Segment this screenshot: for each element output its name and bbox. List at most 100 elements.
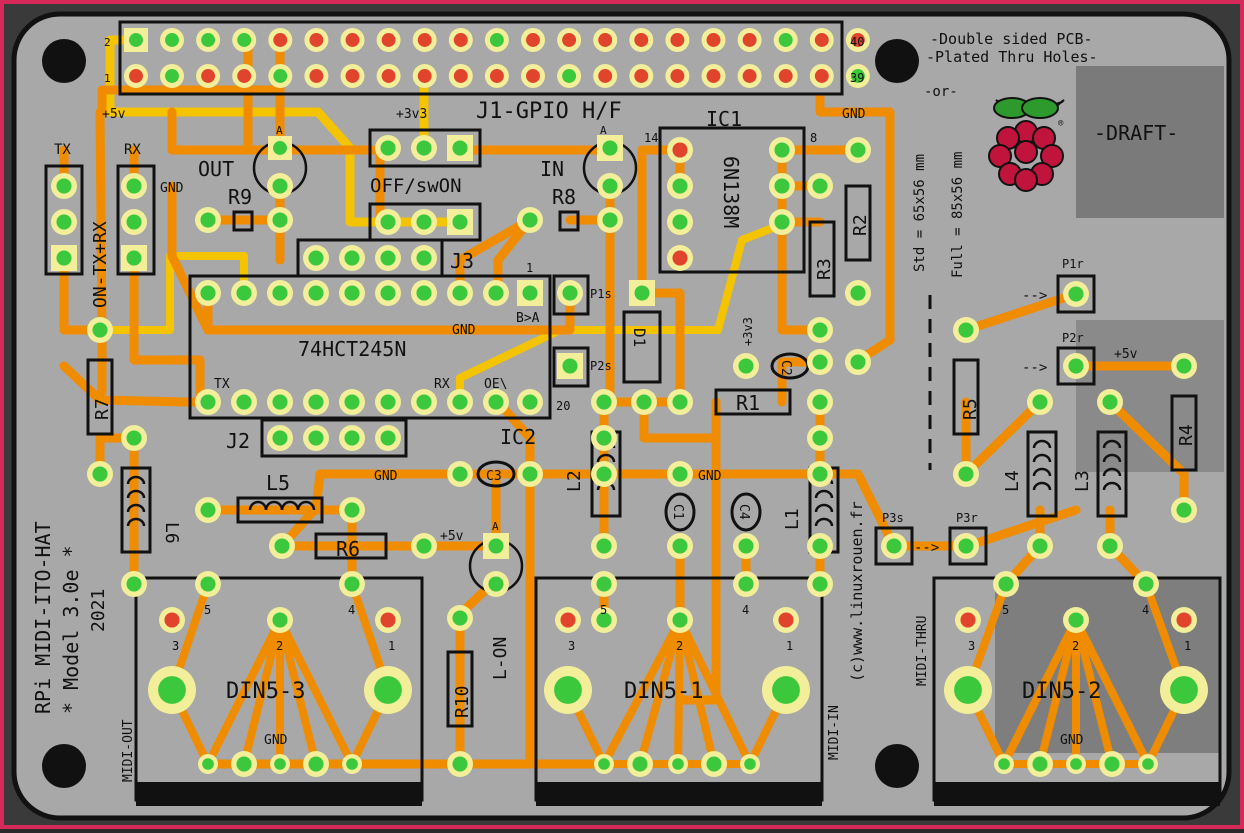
- label-labels-l-on: L-ON: [490, 637, 511, 680]
- pad-red: [521, 28, 545, 52]
- pad-green: [597, 173, 623, 199]
- pad-red: [667, 137, 693, 163]
- pad-green: [483, 280, 509, 306]
- pad-green: [769, 209, 795, 235]
- label-labels-r5: R5: [960, 398, 981, 420]
- pad-green: [447, 209, 473, 235]
- label-din-2-name: DIN5-2: [1022, 679, 1101, 704]
- pad-green: [845, 280, 871, 306]
- pad-red: [667, 245, 693, 271]
- pad-green: [762, 666, 810, 714]
- label-labels-p3r: P3r: [956, 511, 978, 525]
- pad-red: [304, 64, 329, 88]
- pad-green: [597, 207, 623, 233]
- label-din-2-p2: 2: [1072, 639, 1079, 653]
- pad-red: [701, 28, 726, 52]
- l3-outline: [1096, 430, 1128, 518]
- pad-green: [339, 425, 365, 451]
- pad-green: [591, 389, 617, 415]
- label-board-title-line1: RPi MIDI-ITO-HAT: [31, 521, 55, 714]
- pad-red: [196, 64, 221, 88]
- r7-outline: [86, 358, 114, 436]
- pad-green: [733, 353, 759, 379]
- pad-red: [773, 607, 799, 633]
- pad-green: [267, 280, 293, 306]
- label-labels-arrow-p2r: -->: [1022, 360, 1047, 376]
- label-labels-v5-top: +5v: [102, 107, 126, 122]
- l5-outline: [236, 496, 324, 524]
- label-labels-p2r: P2r: [1062, 331, 1084, 345]
- l6-outline: [120, 466, 152, 554]
- pad-green: [667, 209, 693, 235]
- mounting-hole-tr: [875, 39, 919, 83]
- label-labels-r9: R9: [228, 185, 252, 209]
- label-labels-in: IN: [540, 157, 564, 181]
- pad-green: [231, 389, 257, 415]
- label-din-1-p5: 5: [600, 603, 607, 617]
- label-din-1-p3: 3: [568, 639, 575, 653]
- label-labels-v5-mid: +5v: [440, 529, 464, 544]
- pad-green: [121, 173, 147, 199]
- pad-green: [701, 751, 727, 777]
- pad-green: [375, 389, 401, 415]
- label-din-1-p4: 4: [742, 603, 749, 617]
- pad-green: [733, 533, 759, 559]
- label-labels-l4: L4: [1002, 470, 1023, 492]
- trace: [676, 616, 718, 768]
- label-notes-line2: -Plated Thru Holes-: [926, 48, 1098, 66]
- pad-red: [304, 28, 329, 52]
- label-labels-arrow-p3: -->: [914, 540, 939, 556]
- pad-green: [270, 754, 290, 774]
- r9-outline: [232, 210, 254, 232]
- pad-green: [807, 533, 833, 559]
- trace: [240, 616, 284, 768]
- pad-green: [591, 425, 617, 451]
- pad-green: [667, 533, 693, 559]
- pad-green: [267, 207, 293, 233]
- pad-red: [665, 64, 690, 88]
- trace: [1000, 616, 1080, 768]
- label-labels-c4: C4: [736, 504, 751, 520]
- pad-red: [412, 28, 437, 52]
- label-labels-v3-top: +3v3: [396, 107, 427, 122]
- pad-green: [807, 389, 833, 415]
- pad-red: [809, 64, 834, 88]
- pad-green: [121, 209, 147, 235]
- pad-green: [195, 389, 221, 415]
- label-din-0-p3: 3: [172, 639, 179, 653]
- label-labels-r1: R1: [736, 391, 760, 415]
- pad-green: [881, 533, 907, 559]
- pad-green: [196, 28, 221, 52]
- label-labels-midi-in: MIDI-IN: [827, 705, 842, 760]
- pad-green: [121, 425, 147, 451]
- label-labels-midi-thru: MIDI-THRU: [915, 616, 930, 686]
- pad-red: [521, 64, 545, 88]
- pad-green: [557, 280, 583, 306]
- pad-green: [303, 245, 329, 271]
- label-labels-oe: OE\: [484, 377, 507, 392]
- trace: [1072, 616, 1152, 768]
- pad-green: [148, 666, 196, 714]
- pad-red: [809, 28, 834, 52]
- pad-green: [231, 280, 257, 306]
- label-gpio-pin-40: 40: [850, 35, 864, 49]
- pad-green: [411, 389, 437, 415]
- pad-green: [339, 497, 365, 523]
- pad-red: [737, 64, 762, 88]
- pad-red: [737, 28, 762, 52]
- pad-green: [195, 571, 221, 597]
- trace: [1072, 616, 1116, 768]
- pad-green: [51, 245, 77, 271]
- pad-green: [807, 571, 833, 597]
- label-din-1-p2: 2: [676, 639, 683, 653]
- pad-red: [555, 607, 581, 633]
- pad-green: [303, 389, 329, 415]
- label-labels-r10: R10: [452, 685, 473, 718]
- pad-red: [268, 28, 293, 52]
- pad-red: [629, 28, 654, 52]
- label-din-0-p5: 5: [204, 603, 211, 617]
- pad-red: [701, 64, 726, 88]
- pad-green: [267, 425, 293, 451]
- pad-green: [993, 571, 1019, 597]
